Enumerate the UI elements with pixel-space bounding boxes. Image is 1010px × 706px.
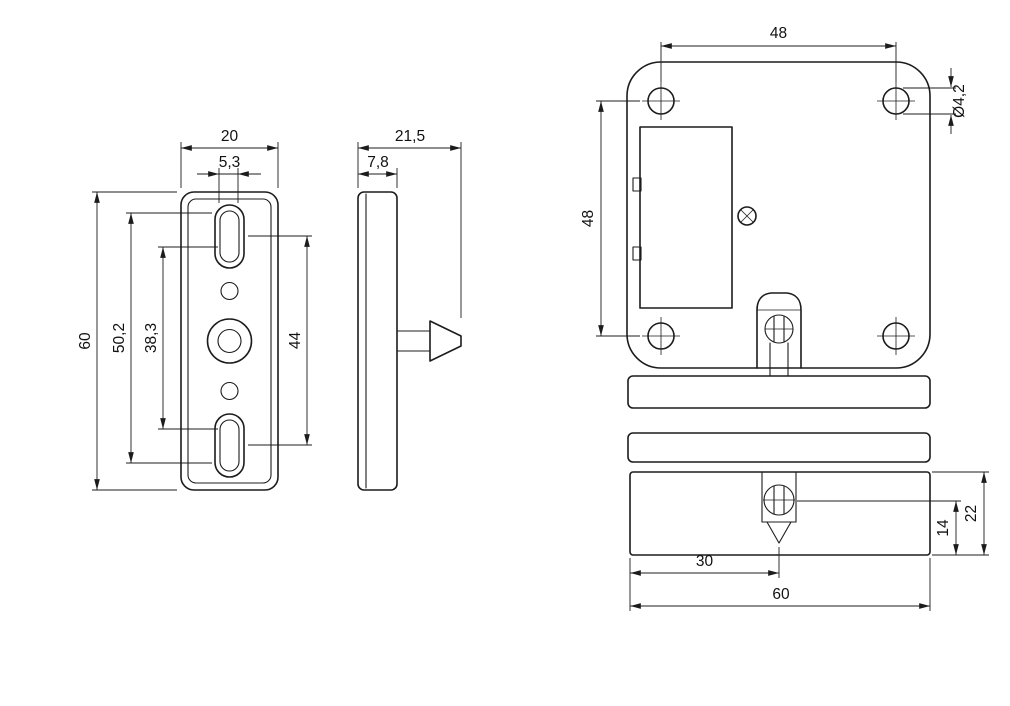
center-screw	[737, 206, 757, 226]
mount-hole-top-right	[877, 82, 915, 120]
dim-label-hole-diameter: Ø4,2	[951, 84, 968, 118]
dim-label-hole-pitch-vertical: 48	[580, 210, 597, 227]
dim-label-body-height: 22	[963, 505, 980, 522]
mount-hole-bottom-right	[877, 317, 915, 355]
dim-label-slot-inner-length: 38,3	[143, 323, 160, 353]
dim-hole-diameter: Ø4,2	[903, 68, 968, 134]
latch-housing	[756, 292, 802, 377]
dim-plate-thickness: 7,8	[358, 154, 398, 188]
spacer-bar-2	[627, 432, 931, 463]
front-plate-face	[187, 198, 272, 484]
dim-body-width: 60	[630, 558, 931, 611]
dim-label-slot-width: 5,3	[219, 154, 241, 171]
bottom-slot-inner	[219, 419, 240, 472]
top-slot-inner	[219, 210, 240, 263]
dim-label-total-depth: 21,5	[395, 128, 425, 145]
bottom-slot-outer	[214, 413, 245, 478]
recess-notch-lower	[632, 246, 642, 261]
mount-hole-top-left	[642, 82, 680, 120]
side-plate-outline	[357, 191, 398, 491]
dim-pin-offset: 30	[629, 547, 780, 611]
side-profile	[357, 191, 462, 491]
dim-label-front-width: 20	[221, 128, 239, 145]
bottom-body	[629, 471, 931, 556]
dim-slot-inner-length: 38,3	[143, 246, 218, 430]
dim-slot-width: 5,3	[197, 154, 261, 203]
center-hole-inner	[217, 328, 242, 354]
upper-small-hole	[220, 281, 239, 301]
back-plate	[626, 61, 931, 377]
front-plate	[180, 191, 279, 491]
catch-tip	[766, 521, 792, 544]
front-plate-outline	[180, 191, 279, 491]
side-view: 21,5 7,8	[357, 128, 462, 491]
dim-label-pin-offset: 30	[696, 553, 714, 570]
dim-hole-pitch-horizontal: 48	[660, 25, 897, 82]
front-view: 20 5,3 60 50,2 38,3	[77, 128, 312, 491]
dim-label-pin-to-bottom: 14	[935, 519, 952, 537]
dim-slot-outer-length: 50,2	[111, 212, 212, 464]
dim-label-plate-thickness: 7,8	[367, 154, 389, 171]
dim-total-depth: 21,5	[357, 128, 462, 318]
mount-hole-bottom-left	[642, 317, 680, 355]
lower-small-hole	[220, 381, 239, 401]
pin-cone	[429, 320, 462, 362]
dim-label-slot-outer-length: 50,2	[111, 323, 128, 353]
dim-hole-pitch-vertical: 48	[580, 100, 640, 337]
dim-slot-center-distance: 44	[248, 235, 312, 446]
back-plate-outline	[626, 61, 931, 369]
top-slot-outer	[214, 204, 245, 269]
dim-label-body-width: 60	[772, 586, 790, 603]
dim-front-width: 20	[180, 128, 279, 188]
dim-body-height: 22	[932, 471, 989, 555]
dim-front-height: 60	[77, 191, 177, 491]
recess-outline	[639, 126, 733, 309]
dim-pin-to-bottom: 14	[797, 500, 989, 556]
recess-notch-upper	[632, 177, 642, 192]
spacer-bar-1	[627, 375, 931, 409]
dim-label-hole-pitch-horizontal: 48	[770, 25, 787, 42]
center-hole-outer	[206, 318, 253, 364]
back-view: 48 Ø4,2 48 14 22	[580, 25, 989, 611]
dim-label-slot-center-distance: 44	[287, 332, 304, 350]
dim-label-front-height: 60	[77, 332, 94, 350]
bottom-body-outline	[629, 471, 931, 556]
